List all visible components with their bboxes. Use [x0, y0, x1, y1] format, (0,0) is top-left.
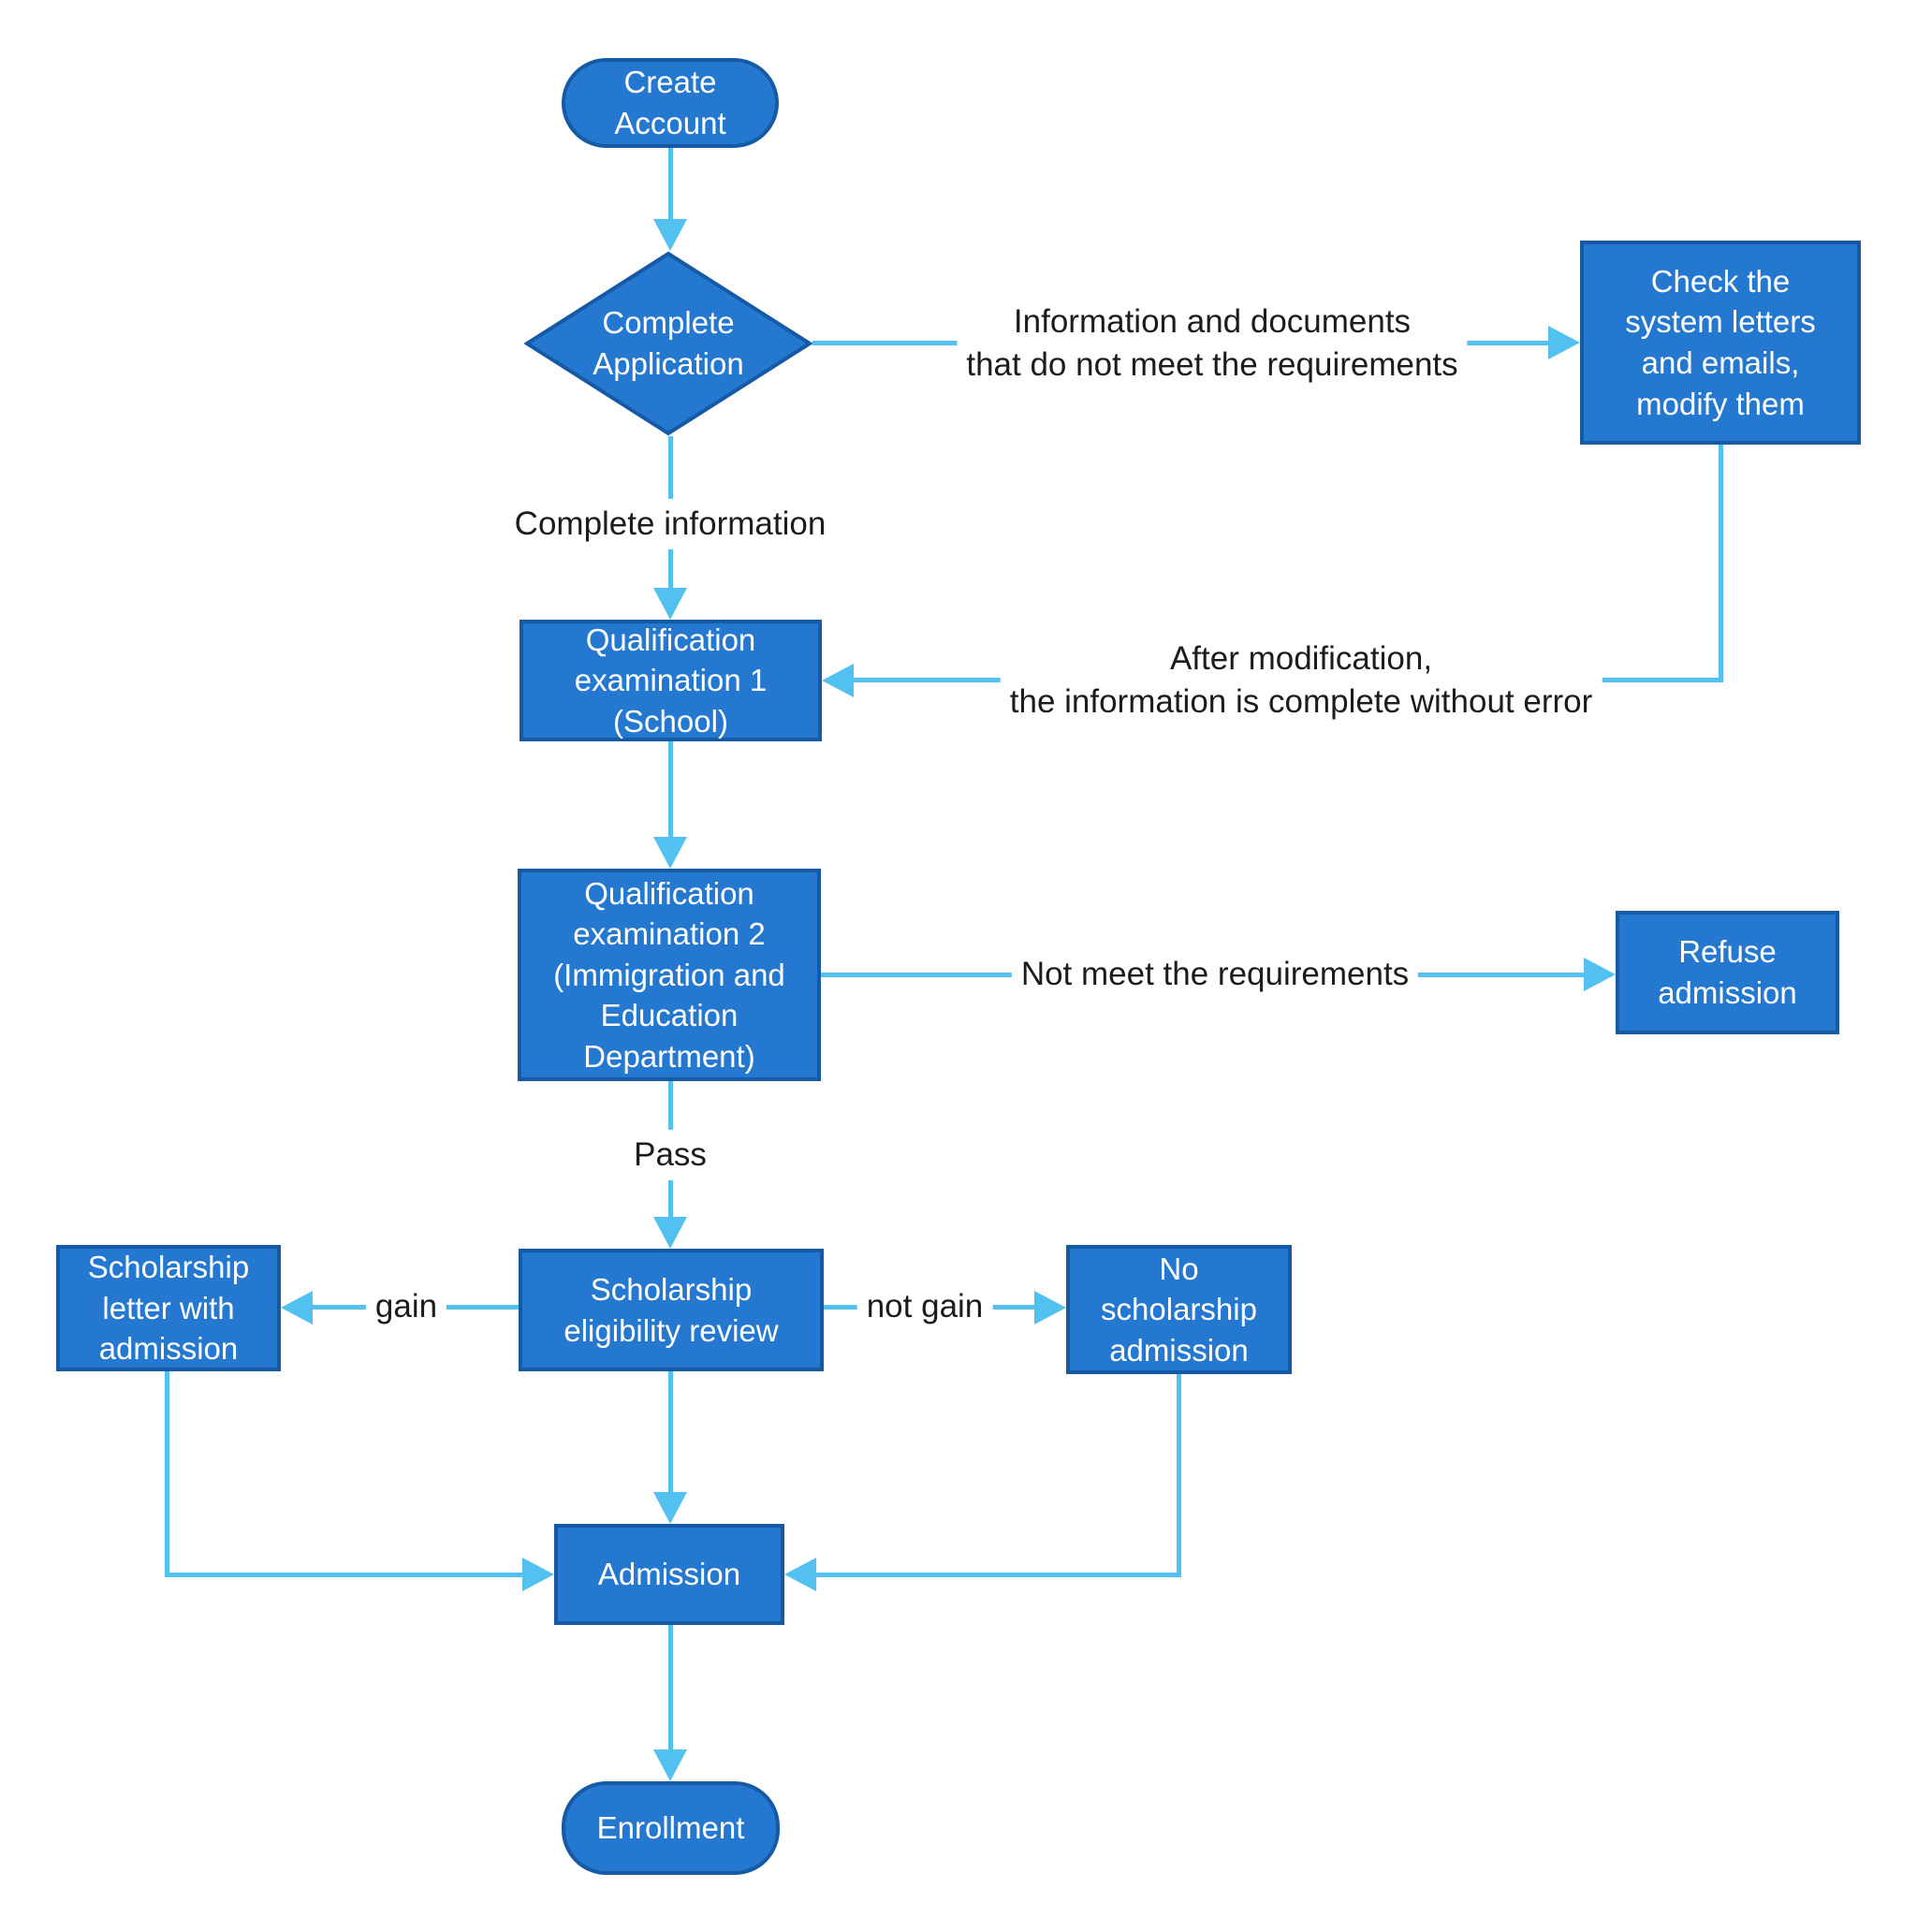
connector-exam1-to-exam2 — [668, 741, 673, 839]
node-label: Refuse admission — [1658, 934, 1797, 1010]
node-create-account: Create Account — [562, 58, 779, 148]
node-admission: Admission — [554, 1524, 784, 1625]
arrowhead-right-icon — [1548, 326, 1580, 359]
arrowhead-down-icon — [653, 588, 687, 620]
diamond-shape-icon — [524, 251, 812, 436]
arrowhead-down-icon — [653, 837, 687, 869]
connector-noscholarship-vertical — [1177, 1374, 1181, 1577]
arrowhead-down-icon — [653, 219, 687, 251]
node-qualification-exam-1: Qualification examination 1 (School) — [519, 620, 822, 741]
node-check-system-letters: Check the system letters and emails, mod… — [1580, 241, 1861, 445]
edge-label-not-gain: not gain — [856, 1281, 993, 1333]
node-label: Scholarship letter with admission — [87, 1250, 250, 1367]
node-scholarship-eligibility-review: Scholarship eligibility review — [519, 1249, 824, 1371]
arrowhead-right-icon — [522, 1558, 554, 1591]
connector-create-to-application — [668, 148, 673, 223]
arrowhead-right-icon — [1584, 958, 1616, 991]
node-label: Qualification examination 2 (Immigration… — [553, 875, 785, 1074]
node-refuse-admission: Refuse admission — [1616, 911, 1839, 1034]
decision-complete-application: Complete Application — [524, 251, 812, 436]
node-label: Qualification examination 1 (School) — [574, 622, 768, 739]
connector-noscholarship-horizontal — [816, 1573, 1181, 1577]
node-qualification-exam-2: Qualification examination 2 (Immigration… — [518, 869, 821, 1081]
arrowhead-down-icon — [653, 1749, 687, 1781]
arrowhead-left-icon — [822, 664, 854, 697]
node-label: Complete Application — [593, 305, 744, 381]
arrowhead-down-icon — [653, 1492, 687, 1524]
node-label: Admission — [597, 1557, 741, 1592]
arrowhead-down-icon — [653, 1217, 687, 1249]
connector-check-return-vertical — [1719, 445, 1723, 682]
connector-review-to-admission — [668, 1371, 673, 1493]
node-label: Enrollment — [596, 1810, 745, 1846]
connector-letter-vertical — [165, 1371, 169, 1577]
edge-label-after-modification: After modification, the information is c… — [1000, 633, 1602, 728]
edge-label-complete-information: Complete information — [505, 498, 836, 550]
node-scholarship-letter-with-admission: Scholarship letter with admission — [56, 1245, 281, 1371]
node-no-scholarship-admission: No scholarship admission — [1066, 1245, 1292, 1374]
edge-label-info-not-meet: Information and documents that do not me… — [957, 296, 1468, 391]
edge-label-pass: Pass — [624, 1129, 716, 1181]
edge-label-gain: gain — [365, 1281, 447, 1333]
node-label: Create Account — [614, 65, 726, 140]
node-label: No scholarship admission — [1101, 1251, 1257, 1368]
node-label: Scholarship eligibility review — [563, 1271, 779, 1348]
node-label: Check the system letters and emails, mod… — [1625, 263, 1816, 421]
arrowhead-left-icon — [281, 1291, 313, 1325]
arrowhead-left-icon — [784, 1558, 816, 1591]
node-enrollment: Enrollment — [562, 1781, 780, 1875]
connector-letter-horizontal — [165, 1573, 522, 1577]
arrowhead-right-icon — [1034, 1291, 1066, 1325]
connector-admission-to-enrollment — [668, 1625, 673, 1751]
edge-label-not-meet: Not meet the requirements — [1011, 948, 1419, 1001]
